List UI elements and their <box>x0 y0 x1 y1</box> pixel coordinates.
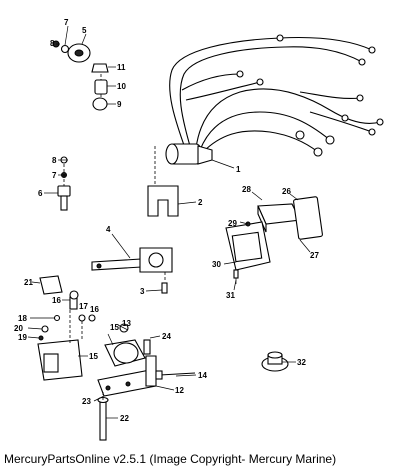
callout-15: 15 <box>110 323 119 332</box>
callout-19: 19 <box>18 333 27 342</box>
callout-11: 11 <box>117 63 126 72</box>
callout-12: 12 <box>175 386 184 395</box>
callout-numbers: 8 7 5 11 10 9 1 8 7 6 2 28 26 29 4 30 27… <box>14 18 319 423</box>
callout-27: 27 <box>310 251 319 260</box>
image-caption: MercuryPartsOnline v2.5.1 (Image Copyrig… <box>4 452 337 466</box>
starter-solenoid-group <box>37 275 151 381</box>
callout-5: 5 <box>82 26 87 35</box>
callout-31: 31 <box>226 291 235 300</box>
callout-8: 8 <box>50 39 55 48</box>
callout-14: 14 <box>198 371 207 380</box>
callout-7: 7 <box>64 18 69 27</box>
callout-17: 17 <box>79 302 88 311</box>
callout-7b: 7 <box>52 171 57 180</box>
callout-16b: 16 <box>90 305 99 314</box>
callout-22: 22 <box>120 414 129 423</box>
ignition-module <box>225 196 323 284</box>
left-middle-parts <box>57 156 71 211</box>
callout-6: 6 <box>38 189 43 198</box>
callout-28: 28 <box>242 185 251 194</box>
callout-30: 30 <box>212 260 221 269</box>
callout-15b: 15 <box>89 352 98 361</box>
callout-3: 3 <box>140 287 145 296</box>
callout-20: 20 <box>14 324 23 333</box>
solenoid-bracket <box>97 355 196 441</box>
callout-23: 23 <box>82 397 91 406</box>
callout-1: 1 <box>236 165 241 174</box>
callout-8b: 8 <box>52 156 57 165</box>
callout-10: 10 <box>117 82 126 91</box>
leader-lines <box>27 25 311 419</box>
callout-13: 13 <box>122 319 131 328</box>
callout-9: 9 <box>117 100 122 109</box>
callout-29: 29 <box>228 219 237 228</box>
harness-bracket <box>147 146 179 217</box>
callout-21: 21 <box>24 278 33 287</box>
sensor-part <box>261 351 289 372</box>
top-left-parts <box>52 40 109 111</box>
callout-4: 4 <box>106 225 111 234</box>
parts-diagram: 8 7 5 11 10 9 1 8 7 6 2 28 26 29 4 30 27… <box>14 18 384 441</box>
callout-26: 26 <box>282 187 291 196</box>
wiring-harness <box>165 34 384 165</box>
callout-16: 16 <box>52 296 61 305</box>
callout-18: 18 <box>18 314 27 323</box>
callout-2: 2 <box>198 198 203 207</box>
callout-32: 32 <box>297 358 306 367</box>
callout-24: 24 <box>162 332 171 341</box>
mounting-bracket <box>91 247 173 294</box>
